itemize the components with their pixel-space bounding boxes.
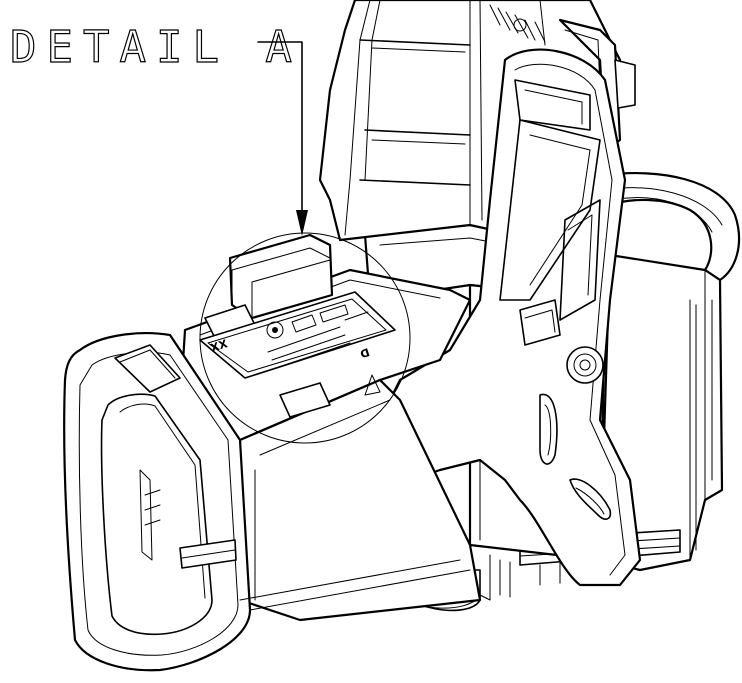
latch-arm bbox=[378, 48, 642, 587]
label-marking-xx: XX bbox=[209, 337, 230, 355]
detail-circle-icon bbox=[199, 232, 411, 444]
detail-leader-line bbox=[257, 41, 303, 229]
detail-callout-label: DETAIL A bbox=[10, 22, 302, 73]
leader-arrowhead-icon bbox=[296, 210, 308, 236]
label-marking-d: D bbox=[358, 345, 371, 360]
front-connector bbox=[63, 233, 482, 672]
part-label-plate: XX D bbox=[199, 291, 396, 379]
